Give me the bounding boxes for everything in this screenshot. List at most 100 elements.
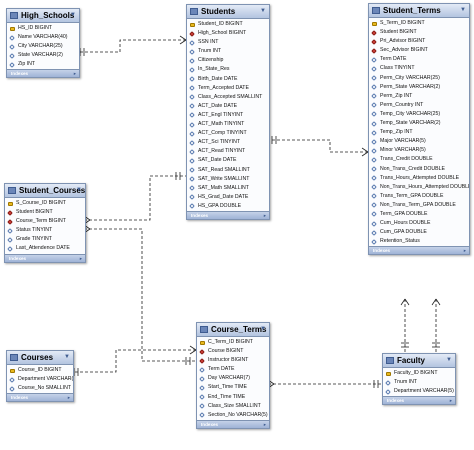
column-row[interactable]: Temp_City VARCHAR(25) xyxy=(369,110,469,119)
collapse-arrow-icon[interactable]: ▼ xyxy=(76,187,82,193)
column-row[interactable]: Instructor BIGINT xyxy=(197,356,269,365)
column-row[interactable]: ACT_Read TINYINT xyxy=(187,147,269,156)
column-row[interactable]: SAT_Read SMALLINT xyxy=(187,166,269,175)
column-row[interactable]: Term DATE xyxy=(197,365,269,374)
table-header[interactable]: Students▼ xyxy=(187,5,269,19)
column-row[interactable]: Perm_Country INT xyxy=(369,101,469,110)
column-row[interactable]: High_School BIGINT xyxy=(187,29,269,38)
column-row[interactable]: Cum_Hours DOUBLE xyxy=(369,219,469,228)
table-header[interactable]: High_Schools▼ xyxy=(7,9,79,23)
table-header[interactable]: Course_Terms▼ xyxy=(197,323,269,337)
column-row[interactable]: Course_Term BIGINT xyxy=(5,217,85,226)
collapse-arrow-icon[interactable]: ▼ xyxy=(64,354,70,360)
indexes-footer[interactable]: Indexes▸ xyxy=(383,396,455,405)
column-row[interactable]: Student BIGINT xyxy=(5,208,85,217)
collapse-arrow-icon[interactable]: ▼ xyxy=(460,7,466,13)
column-row[interactable]: S_Term_ID BIGINT xyxy=(369,19,469,28)
column-row[interactable]: S_Course_ID BIGINT xyxy=(5,199,85,208)
column-row[interactable]: Perm_City VARCHAR(25) xyxy=(369,74,469,83)
column-row[interactable]: Student_ID BIGINT xyxy=(187,20,269,29)
column-row[interactable]: Cum_GPA DOUBLE xyxy=(369,228,469,237)
column-row[interactable]: Class_Accepted SMALLINT xyxy=(187,93,269,102)
column-row[interactable]: Department VARCHAR(5) xyxy=(383,387,455,396)
column-row[interactable]: ACT_Math TINYINT xyxy=(187,120,269,129)
column-row[interactable]: Major VARCHAR(5) xyxy=(369,137,469,146)
indexes-footer[interactable]: Indexes▸ xyxy=(5,253,85,262)
column-row[interactable]: Grade TINYINT xyxy=(5,235,85,244)
column-row[interactable]: Retention_Status xyxy=(369,237,469,246)
column-row[interactable]: Status TINYINT xyxy=(5,226,85,235)
collapse-arrow-icon[interactable]: ▼ xyxy=(70,12,76,18)
column-row[interactable]: Tnum INT xyxy=(383,378,455,387)
column-row[interactable]: Perm_Zip INT xyxy=(369,92,469,101)
column-row[interactable]: Minor VARCHAR(5) xyxy=(369,146,469,155)
column-row[interactable]: HS_Grad_Date DATE xyxy=(187,193,269,202)
column-row[interactable]: Class TINYINT xyxy=(369,64,469,73)
column-row[interactable]: Non_Trans_Hours_Attempted DOUBLE xyxy=(369,183,469,192)
column-row[interactable]: Non_Trans_Term_GPA DOUBLE xyxy=(369,201,469,210)
collapse-arrow-icon[interactable]: ▼ xyxy=(446,357,452,363)
column-row[interactable]: Department VARCHAR(5) xyxy=(7,375,73,384)
indexes-footer[interactable]: Indexes▸ xyxy=(7,69,79,78)
expand-arrow-icon[interactable]: ▸ xyxy=(263,212,266,218)
column-row[interactable]: Trans_Term_GPA DOUBLE xyxy=(369,192,469,201)
table-header[interactable]: Faculty▼ xyxy=(383,354,455,368)
column-row[interactable]: State VARCHAR(2) xyxy=(7,51,79,60)
column-row[interactable]: Term_GPA DOUBLE xyxy=(369,210,469,219)
column-row[interactable]: SAT_Date DATE xyxy=(187,156,269,165)
column-row[interactable]: Term_Accepted DATE xyxy=(187,84,269,93)
column-row[interactable]: Day VARCHAR(7) xyxy=(197,374,269,383)
column-row[interactable]: ACT_Date DATE xyxy=(187,102,269,111)
expand-arrow-icon[interactable]: ▸ xyxy=(263,421,266,427)
column-row[interactable]: Temp_State VARCHAR(2) xyxy=(369,119,469,128)
column-row[interactable]: Citizenship xyxy=(187,56,269,65)
column-row[interactable]: End_Time TIME xyxy=(197,393,269,402)
column-row[interactable]: Course_No SMALLINT xyxy=(7,384,73,393)
column-row[interactable]: Trans_Hours_Attempted DOUBLE xyxy=(369,174,469,183)
column-row[interactable]: Zip INT xyxy=(7,60,79,69)
column-row[interactable]: Course BIGINT xyxy=(197,347,269,356)
column-row[interactable]: SAT_Write SMALLINT xyxy=(187,175,269,184)
column-row[interactable]: Sec_Advisor BIGINT xyxy=(369,46,469,55)
table-header[interactable]: Student_Courses▼ xyxy=(5,184,85,198)
column-row[interactable]: Birth_Date DATE xyxy=(187,75,269,84)
column-row[interactable]: Trans_Credit DOUBLE xyxy=(369,155,469,164)
indexes-footer[interactable]: Indexes▸ xyxy=(187,210,269,219)
column-row[interactable]: Perm_State VARCHAR(2) xyxy=(369,83,469,92)
collapse-arrow-icon[interactable]: ▼ xyxy=(260,8,266,14)
table-header[interactable]: Courses▼ xyxy=(7,351,73,365)
column-row[interactable]: SAT_Math SMALLINT xyxy=(187,184,269,193)
column-row[interactable]: ACT_Engl TINYINT xyxy=(187,111,269,120)
indexes-footer[interactable]: Indexes▸ xyxy=(369,246,469,255)
column-row[interactable]: ACT_Comp TINYINT xyxy=(187,129,269,138)
expand-arrow-icon[interactable]: ▸ xyxy=(67,395,70,401)
column-row[interactable]: Tnum INT xyxy=(187,47,269,56)
column-row[interactable]: Name VARCHAR(40) xyxy=(7,33,79,42)
expand-arrow-icon[interactable]: ▸ xyxy=(463,248,466,254)
column-row[interactable]: HS_GPA DOUBLE xyxy=(187,202,269,211)
column-row[interactable]: SSN INT xyxy=(187,38,269,47)
column-row[interactable]: Term DATE xyxy=(369,55,469,64)
column-row[interactable]: Last_Attendence DATE xyxy=(5,244,85,253)
indexes-footer[interactable]: Indexes▸ xyxy=(7,393,73,402)
column-row[interactable]: Student BIGINT xyxy=(369,28,469,37)
expand-arrow-icon[interactable]: ▸ xyxy=(449,398,452,404)
column-row[interactable]: Temp_Zip INT xyxy=(369,128,469,137)
column-row[interactable]: Class_Size SMALLINT xyxy=(197,402,269,411)
column-row[interactable]: HS_ID BIGINT xyxy=(7,24,79,33)
expand-arrow-icon[interactable]: ▸ xyxy=(79,255,82,261)
expand-arrow-icon[interactable]: ▸ xyxy=(73,71,76,77)
column-row[interactable]: C_Term_ID BIGINT xyxy=(197,338,269,347)
collapse-arrow-icon[interactable]: ▼ xyxy=(260,326,266,332)
column-row[interactable]: Course_ID BIGINT xyxy=(7,366,73,375)
indexes-footer[interactable]: Indexes▸ xyxy=(197,419,269,428)
column-row[interactable]: City VARCHAR(25) xyxy=(7,42,79,51)
column-row[interactable]: Pri_Advisor BIGINT xyxy=(369,37,469,46)
column-row[interactable]: Section_No VARCHAR(5) xyxy=(197,411,269,420)
